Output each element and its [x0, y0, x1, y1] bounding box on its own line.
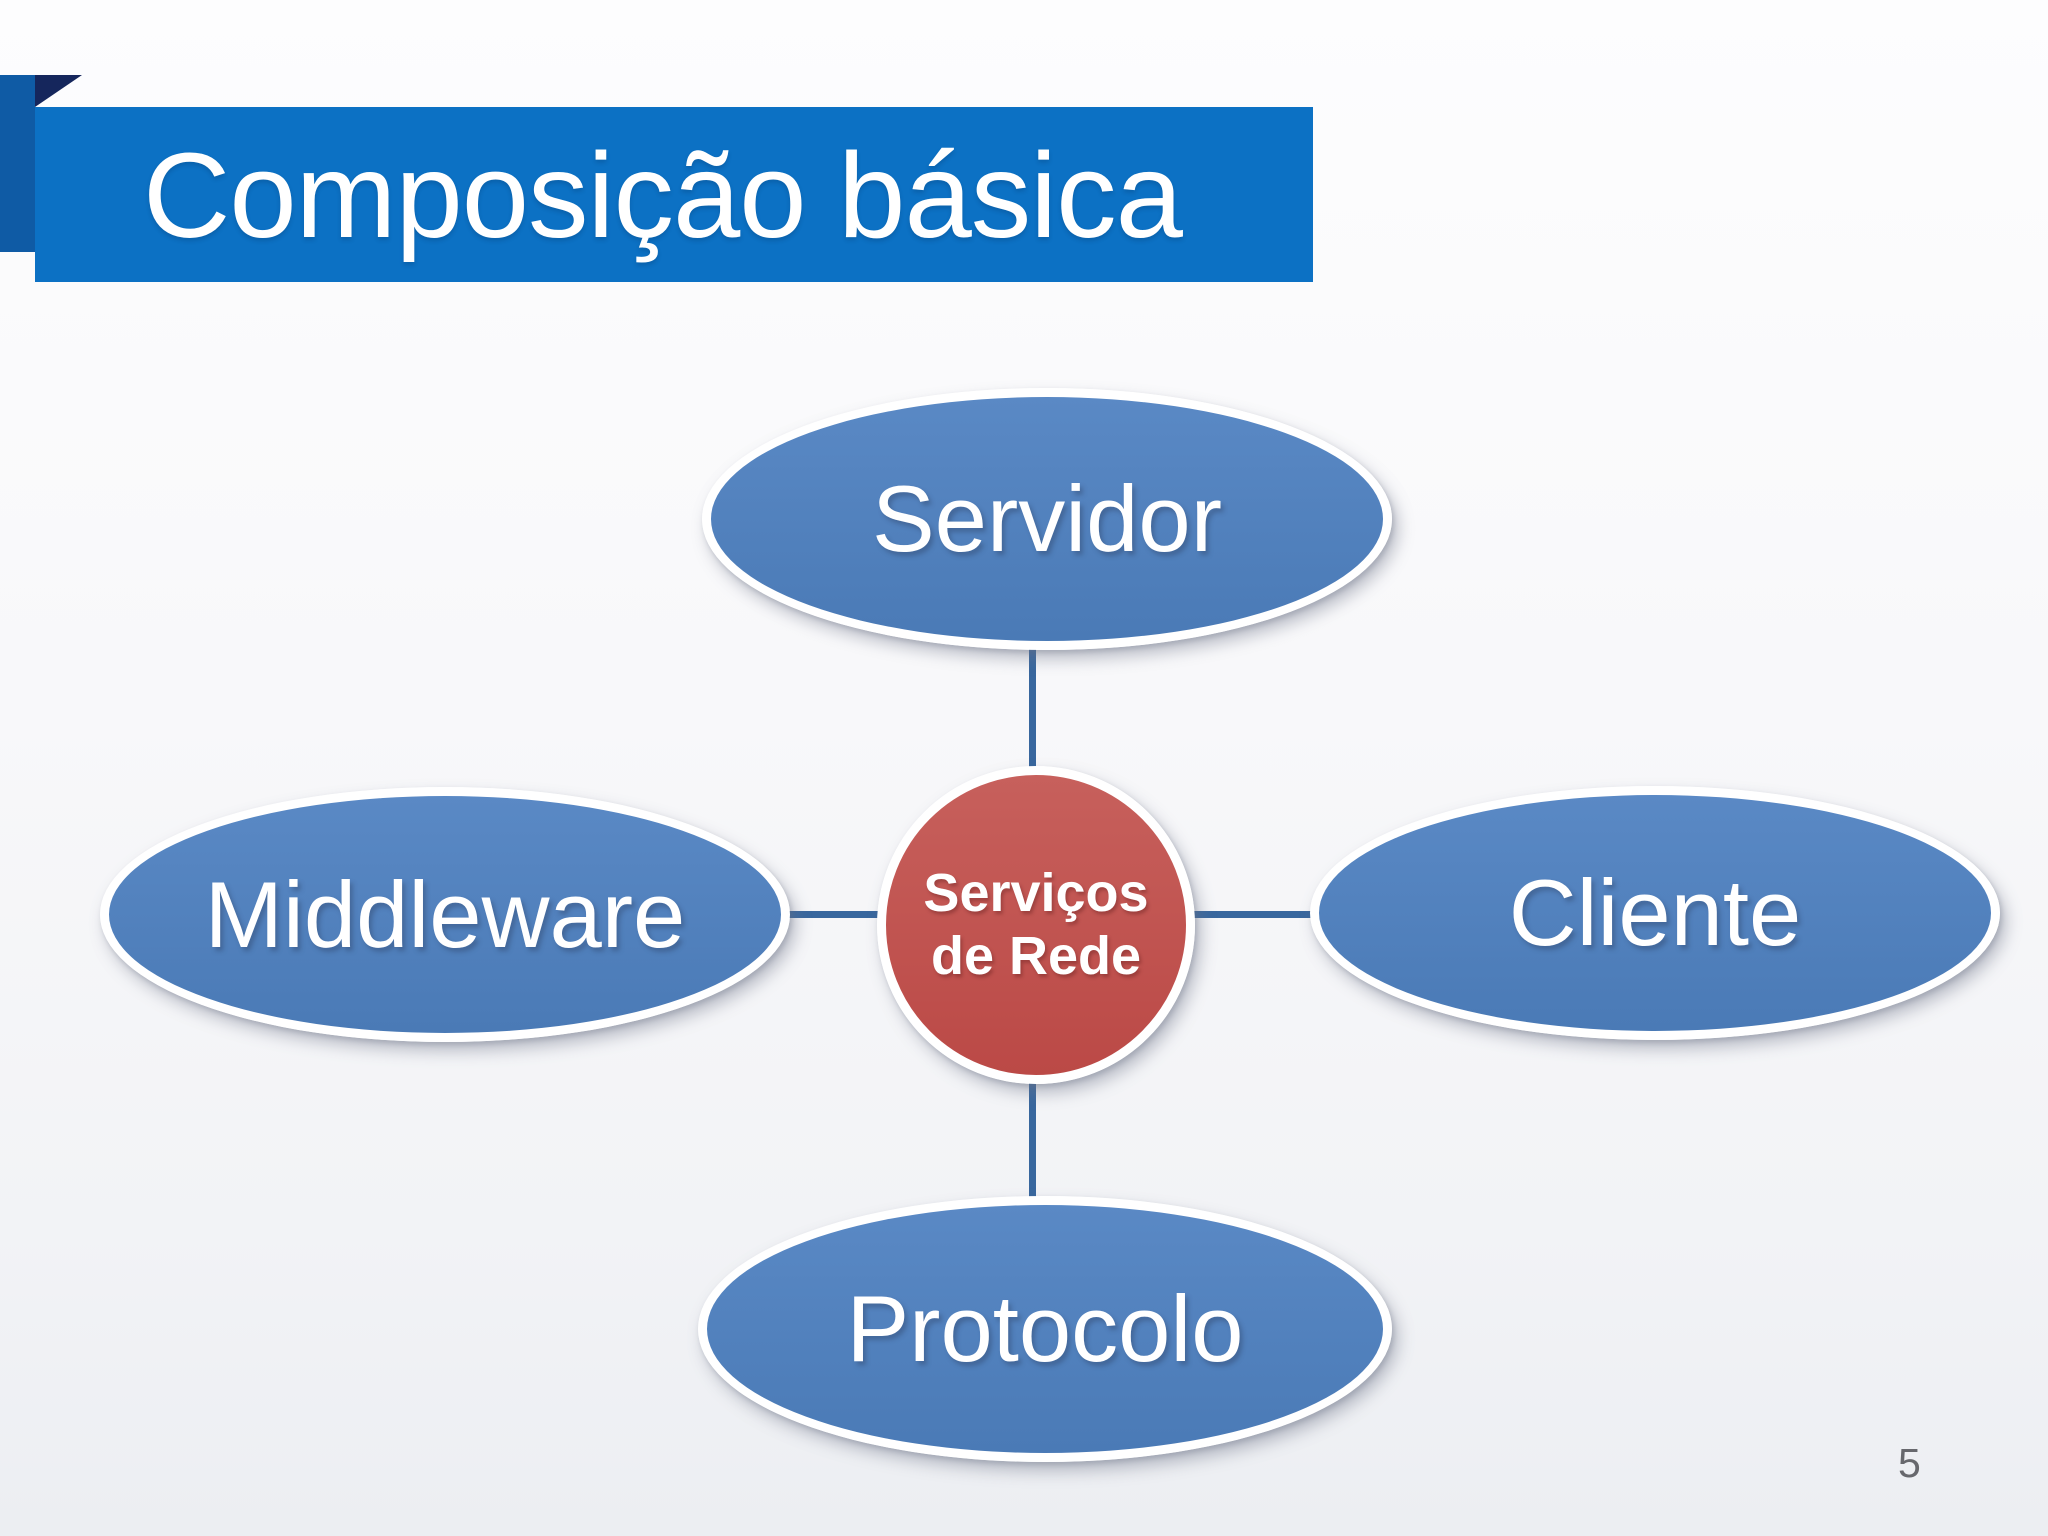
- connector-center-to-right: [1188, 911, 1316, 918]
- diagram-center-label: Serviços de Rede: [923, 863, 1149, 986]
- connector-center-to-bottom: [1029, 1078, 1036, 1202]
- title-ribbon-fold-triangle: [35, 75, 82, 107]
- diagram-node-cliente: Cliente: [1310, 786, 2000, 1040]
- diagram-node-middleware: Middleware: [100, 787, 790, 1042]
- slide-title: Composição básica: [143, 126, 1183, 263]
- title-ribbon-side: [0, 75, 35, 252]
- diagram-node-label: Middleware: [204, 861, 686, 967]
- connector-center-to-left: [780, 911, 886, 918]
- diagram-node-label: Cliente: [1508, 860, 1802, 965]
- title-bar: Composição básica: [35, 107, 1313, 282]
- diagram-node-servidor: Servidor: [702, 388, 1392, 650]
- diagram-center-node: Serviços de Rede: [877, 766, 1195, 1084]
- diagram-node-label: Protocolo: [846, 1276, 1244, 1381]
- diagram-node-label: Servidor: [871, 466, 1223, 571]
- connector-center-to-top: [1029, 640, 1036, 772]
- diagram-node-protocolo: Protocolo: [698, 1196, 1392, 1462]
- page-number: 5: [1898, 1440, 1921, 1486]
